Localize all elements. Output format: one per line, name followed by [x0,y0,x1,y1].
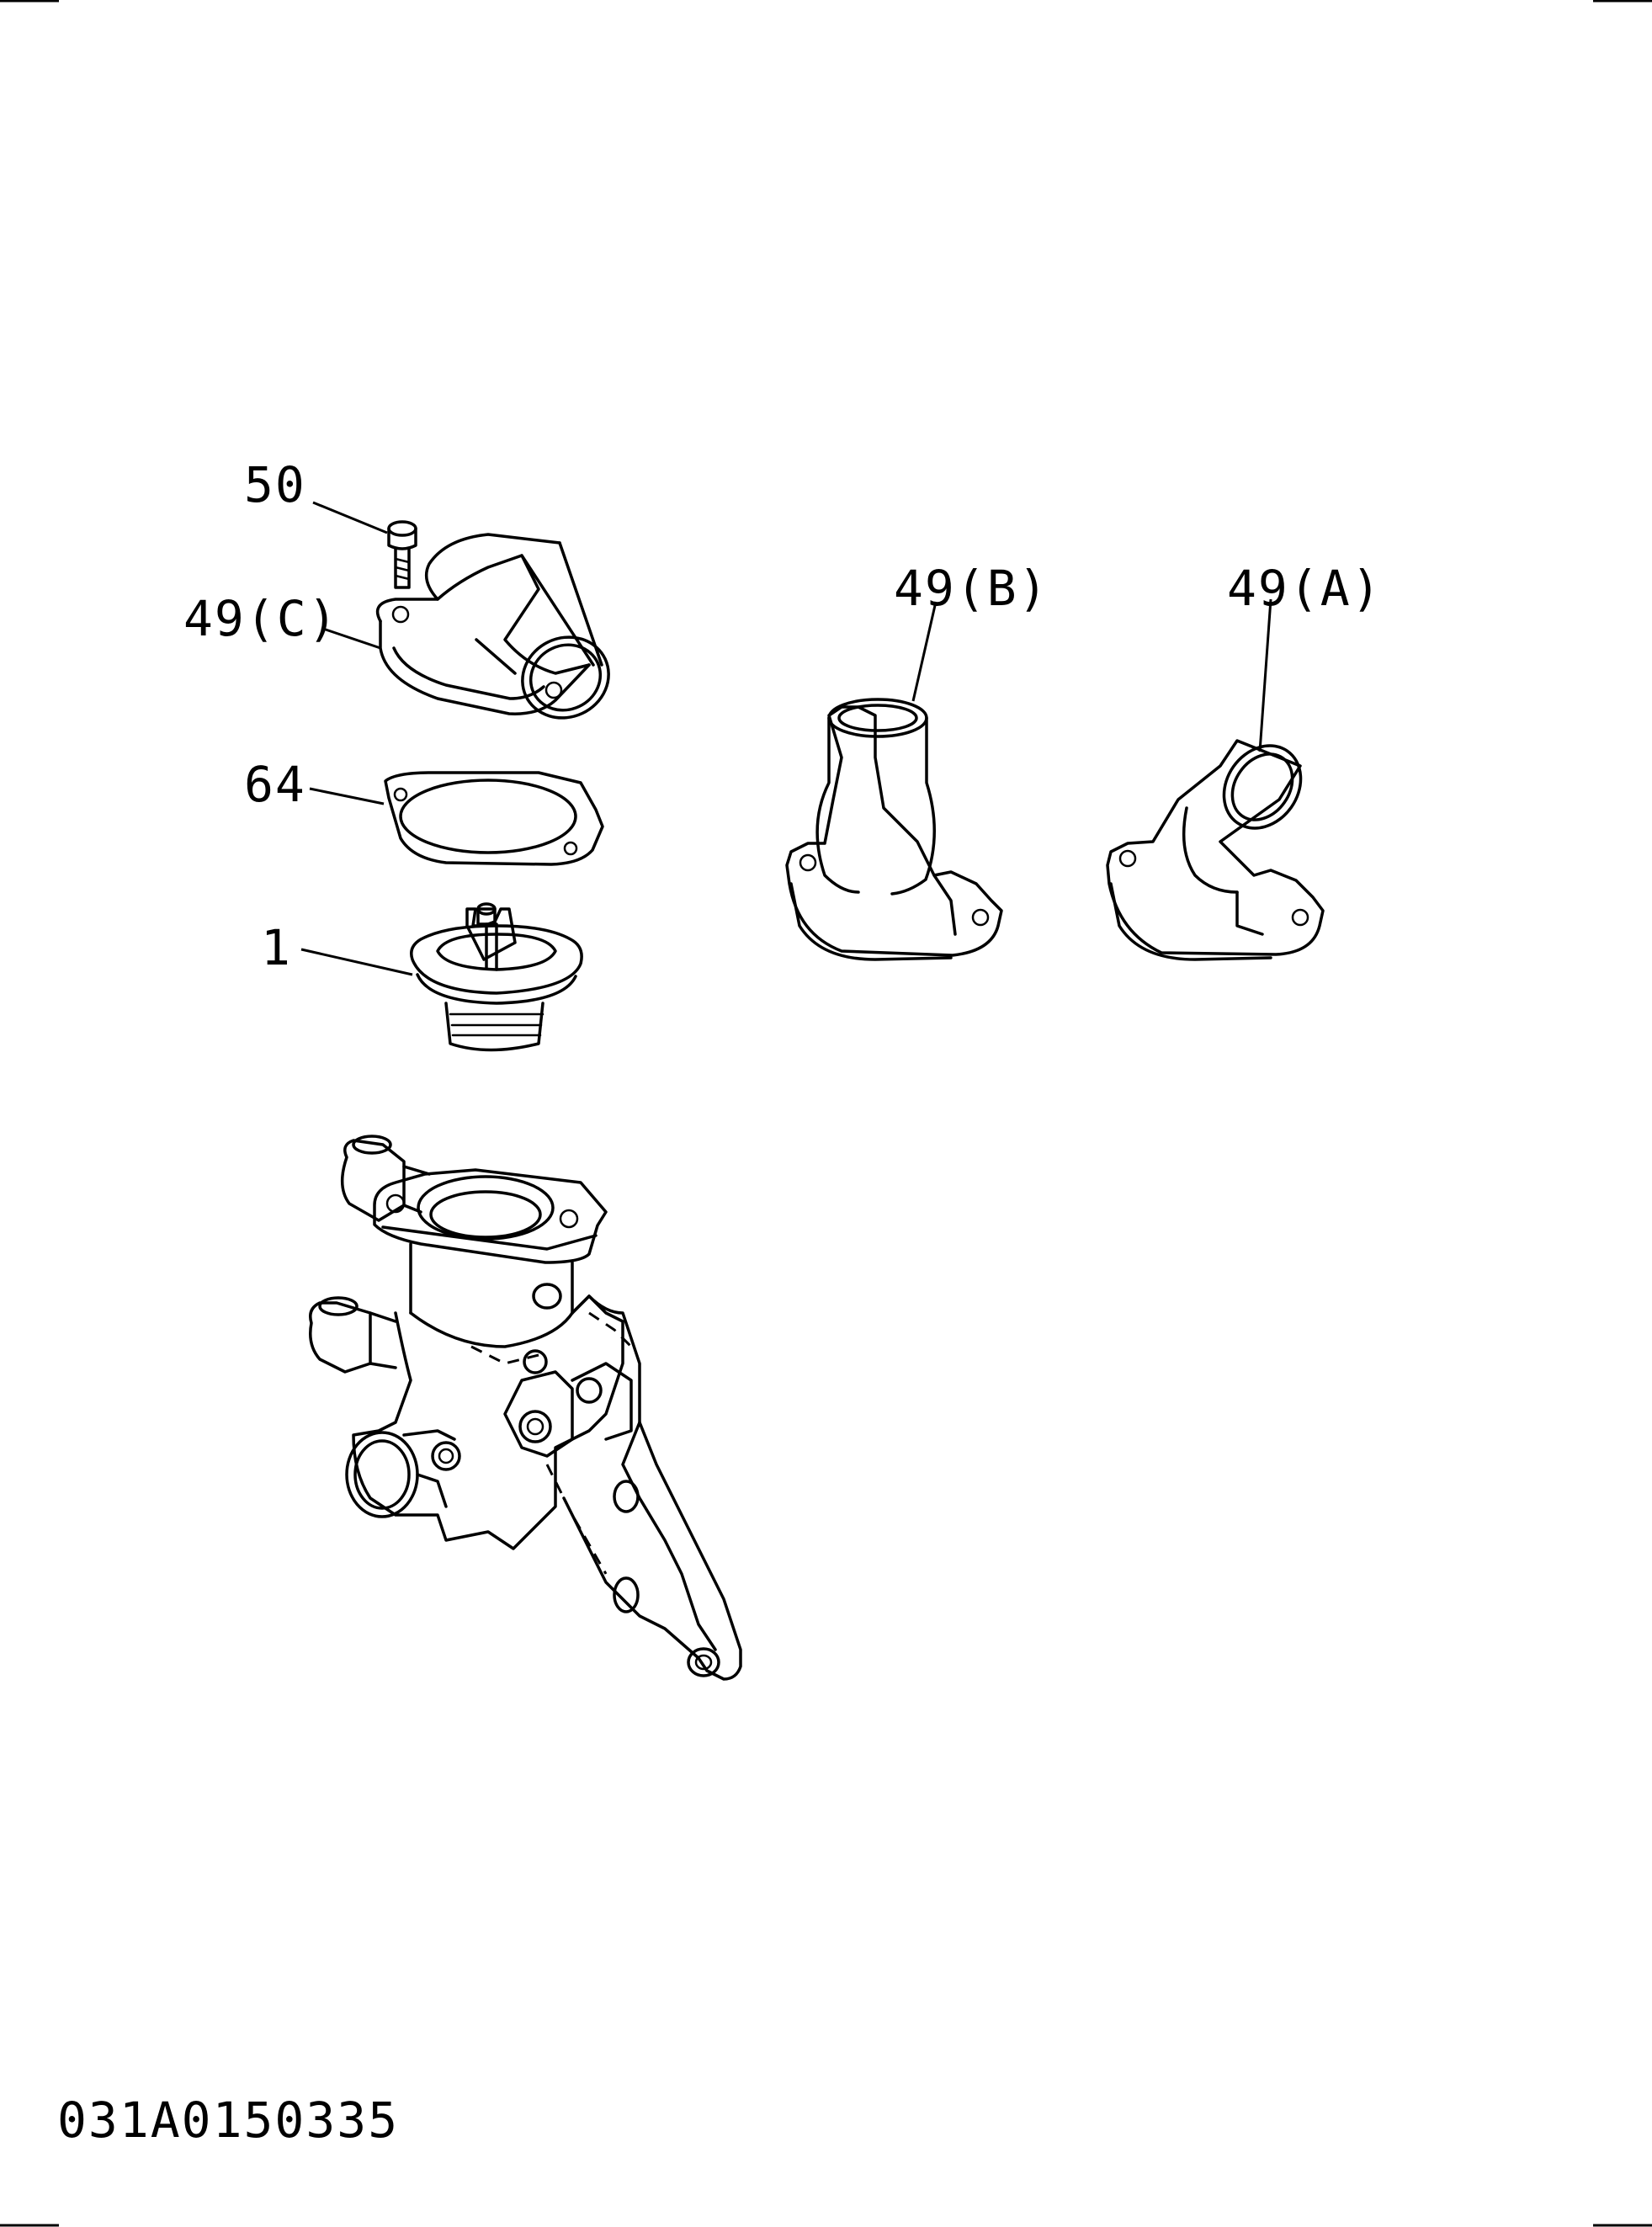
housing-c-part [322,533,610,720]
callout-thermostat: 1 [261,919,292,976]
bolt-part [312,501,417,589]
gasket-part [309,771,604,866]
callout-bolt: 50 [244,456,306,513]
callout-housing-c: 49(C) [183,590,339,647]
drawing-number: 031A0150335 [57,2091,400,2149]
callout-gasket: 64 [244,756,306,813]
thermostat-part [300,902,583,1052]
water-pump-body [309,1135,742,1681]
callout-housing-b: 49(B) [894,560,1049,617]
housing-b-part [785,601,1003,961]
callout-housing-a: 49(A) [1227,560,1383,617]
housing-a-part [1106,598,1325,961]
